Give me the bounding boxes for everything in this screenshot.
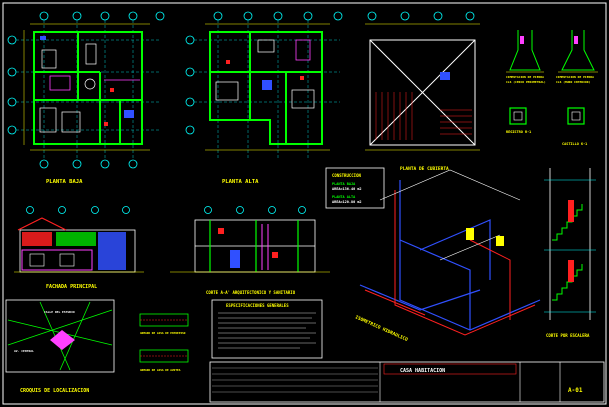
construction-line-1: PLANTA BAJA [332, 182, 356, 186]
stair-section: CORTE POR ESCALERA [544, 168, 596, 338]
foundation-right-label-1: CIMENTACION DE PIEDRA [556, 75, 594, 79]
location-sketch: CALLE DEL ESTUDIO AV. CENTRAL CROQUIS DE… [5, 299, 115, 394]
stair-section-title: CORTE POR ESCALERA [546, 333, 590, 338]
section-aa: CORTE A-A' ARQUITECTONICO Y SANITARIO [170, 206, 330, 295]
roof-plan-title: PLANTA DE CUBIERTA [400, 166, 449, 172]
construction-line-3: PLANTA ALTA [332, 195, 356, 199]
title-block: CASA HABITACION A-01 [209, 361, 605, 403]
detail-box-left-label: REGISTRO R-1 [506, 130, 531, 134]
title-block-sheet: A-01 [568, 387, 583, 394]
foundation-right-label-2: CLS (MURO INTERIOR) [556, 80, 591, 84]
specs-title: ESPECIFICACIONES GENERALES [226, 303, 289, 308]
construction-line-4: AREA=120.80 m2 [332, 200, 362, 204]
title-block-project: CASA HABITACION [400, 368, 445, 374]
upper-floor-plan-title: PLANTA ALTA [222, 179, 259, 185]
foundation-left-label-2: CLS (CERCO PERIMETRAL) [506, 80, 546, 84]
front-elevation: FACHADA PRINCIPAL [14, 206, 144, 290]
foundation-left-label-1: CIMENTACION DE PIEDRA [506, 75, 544, 79]
construction-title: CONSTRUCCION [332, 173, 361, 178]
ground-floor-plan: PLANTA BAJA [7, 11, 165, 185]
location-title: CROQUIS DE LOCALIZACION [20, 388, 89, 394]
detail-small-1-label: ARMADO DE LOSA DE ENTREPISO [140, 331, 186, 335]
foundation-details: CIMENTACION DE PIEDRA CLS (CERCO PERIMET… [506, 30, 598, 146]
location-street-top: CALLE DEL ESTUDIO [44, 310, 75, 314]
slab-details: ARMADO DE LOSA DE ENTREPISO ARMADO DE LO… [139, 313, 189, 372]
construction-area-box: CONSTRUCCION PLANTA BAJA AREA=136.40 m2 … [325, 167, 385, 209]
construction-line-2: AREA=136.40 m2 [332, 187, 362, 191]
upper-floor-plan: PLANTA ALTA [185, 11, 343, 185]
roof-plan: PLANTA DE CUBIERTA [365, 11, 480, 172]
front-elevation-title: FACHADA PRINCIPAL [46, 284, 97, 290]
location-street-mid: AV. CENTRAL [14, 349, 34, 353]
detail-small-2-label: ARMADO DE LOSA DE AZOTEA [140, 368, 181, 372]
section-title: CORTE A-A' ARQUITECTONICO Y SANITARIO [206, 290, 296, 295]
ground-floor-plan-title: PLANTA BAJA [46, 179, 83, 185]
detail-box-right-label: CASTILLO K-1 [562, 142, 587, 146]
general-specifications: ESPECIFICACIONES GENERALES [211, 299, 323, 359]
